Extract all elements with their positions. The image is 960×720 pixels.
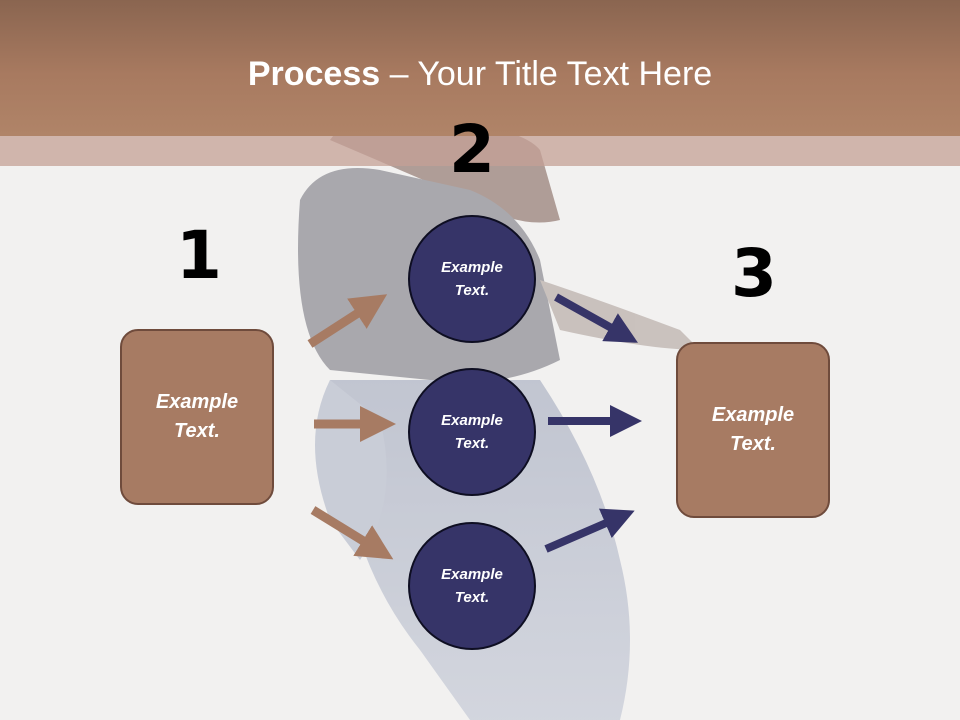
left-box: Example Text. bbox=[120, 329, 274, 505]
circle-top: Example Text. bbox=[408, 215, 536, 343]
right-box-label: Example Text. bbox=[711, 404, 795, 455]
title-band bbox=[0, 136, 960, 166]
arrow-left-up bbox=[307, 294, 388, 348]
step-number-2: 2 bbox=[449, 111, 495, 188]
step-number-3: 3 bbox=[731, 235, 777, 312]
circle-bottom: Example Text. bbox=[408, 522, 536, 650]
arrow-right-down bbox=[544, 508, 635, 553]
arrow-left-down bbox=[310, 506, 394, 560]
slide-title: Process – Your Title Text Here bbox=[0, 52, 960, 96]
circle-middle: Example Text. bbox=[408, 368, 536, 496]
left-box-label: Example Text. bbox=[155, 391, 239, 442]
title-bar bbox=[0, 0, 960, 136]
circle-bottom-label: Example Text. bbox=[441, 566, 503, 606]
circle-middle-label: Example Text. bbox=[441, 412, 503, 452]
title-rest: – Your Title Text Here bbox=[380, 55, 713, 93]
step-number-1: 1 bbox=[176, 217, 222, 294]
circle-top-label: Example Text. bbox=[441, 259, 503, 299]
title-bold: Process bbox=[247, 55, 381, 93]
arrow-right-up bbox=[554, 293, 638, 343]
right-box: Example Text. bbox=[676, 342, 830, 518]
